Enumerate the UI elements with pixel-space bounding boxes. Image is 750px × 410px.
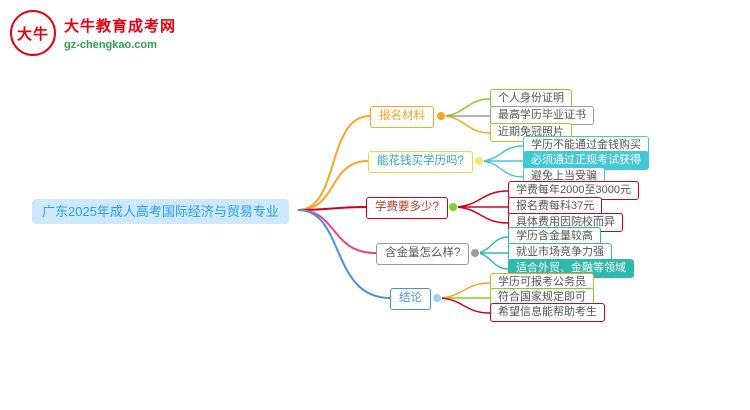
root-node[interactable]: 广东2025年成人高考国际经济与贸易专业 — [32, 199, 289, 224]
logo-bull-emblem-icon: 大牛 — [10, 10, 56, 56]
logo-text-block: 大牛教育成考网 gz-chengkao.com — [64, 15, 176, 51]
edge-materials-3 — [440, 115, 491, 134]
branch-node-tuition[interactable]: 学费要多少? — [366, 197, 448, 219]
site-logo[interactable]: 大牛 大牛教育成考网 gz-chengkao.com — [10, 10, 176, 56]
logo-domain-text: gz-chengkao.com — [64, 39, 157, 51]
edge-buy-3 — [478, 160, 524, 178]
edge-tuition-1 — [452, 190, 509, 208]
edge-buy-1 — [478, 145, 524, 162]
connector-dot-buy-degree — [474, 156, 484, 166]
connector-dot-conclusion — [432, 293, 442, 303]
branch-node-value[interactable]: 含金量怎么样? — [376, 243, 470, 265]
connector-dot-materials — [436, 111, 446, 121]
leaf-node-hope-helpful[interactable]: 希望信息能帮助考生 — [490, 303, 605, 322]
connector-dot-tuition — [448, 202, 458, 212]
edge-value-3 — [474, 252, 509, 270]
edge-conclusion-1 — [436, 282, 491, 299]
branch-node-buy-degree[interactable]: 能花钱买学历吗? — [368, 151, 473, 173]
edge-root-tuition — [297, 206, 367, 211]
edge-conclusion-3 — [436, 297, 491, 314]
connector-dot-value — [470, 248, 480, 258]
branch-node-materials[interactable]: 报名材料 — [370, 106, 434, 128]
edge-root-buy-degree — [297, 160, 369, 211]
edge-tuition-3 — [452, 206, 509, 224]
logo-emblem-text: 大牛 — [16, 25, 49, 43]
branch-node-conclusion[interactable]: 结论 — [390, 288, 431, 310]
edge-root-materials — [297, 115, 371, 211]
edge-root-value — [297, 209, 377, 254]
leaf-node-tuition-range[interactable]: 学费每年2000至3000元 — [508, 181, 639, 200]
edge-materials-1 — [440, 98, 491, 117]
logo-brand-text: 大牛教育成考网 — [64, 18, 177, 35]
edge-value-1 — [474, 236, 509, 254]
